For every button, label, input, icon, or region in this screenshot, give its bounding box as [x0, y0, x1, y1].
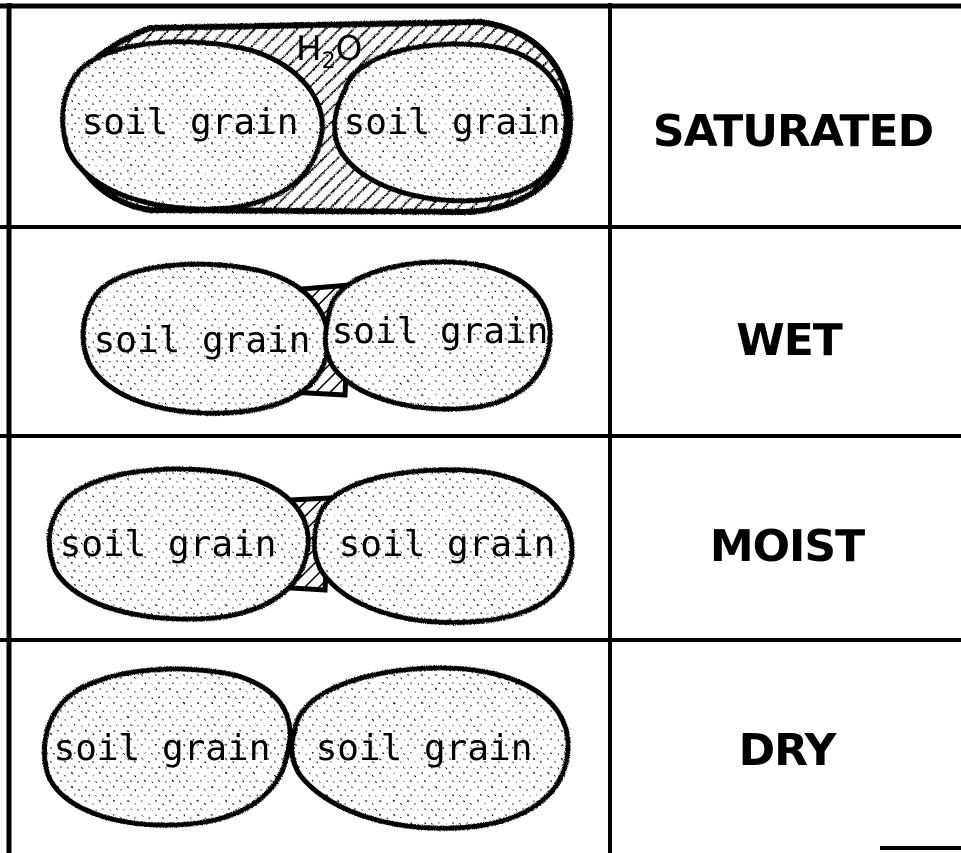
- grain-label-left: soil grain: [94, 320, 311, 361]
- grain-label-right: soil grain: [332, 311, 549, 352]
- row-moist: soil grain soil grain MOIST: [49, 469, 865, 622]
- state-label-dry: DRY: [739, 725, 838, 776]
- grain-label-right: soil grain: [316, 728, 533, 769]
- state-label-wet: WET: [736, 315, 843, 366]
- state-label-moist: MOIST: [710, 521, 865, 572]
- grain-label-left: soil grain: [54, 728, 271, 769]
- row-saturated: soil grain soil grain H2O SATURATED: [63, 22, 933, 212]
- state-label-saturated: SATURATED: [653, 106, 933, 157]
- grain-label-left: soil grain: [82, 102, 299, 143]
- row-wet: soil grain soil grain WET: [83, 262, 843, 413]
- grain-label-right: soil grain: [344, 102, 561, 143]
- grain-label-right: soil grain: [339, 524, 556, 565]
- grain-label-left: soil grain: [60, 524, 277, 565]
- row-dry: soil grain soil grain DRY: [44, 668, 837, 828]
